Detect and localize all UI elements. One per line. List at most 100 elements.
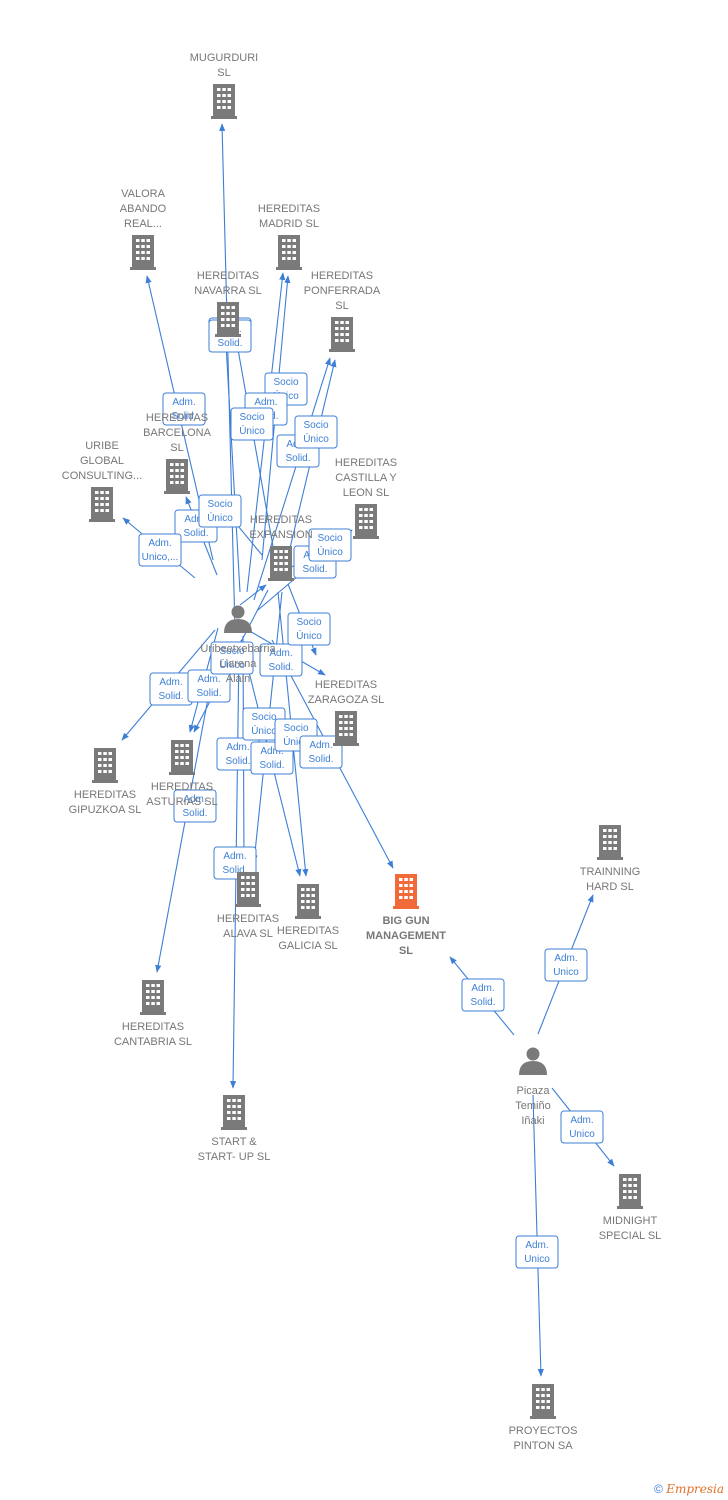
node-label: HEREDITAS (74, 789, 136, 801)
edge-label-picaza-biggun[interactable]: Adm.Solid. (461, 978, 505, 1012)
edge-label-text: Socio (317, 533, 342, 544)
building-icon (92, 748, 118, 783)
edge-label-picaza-pinton[interactable]: Adm.Unico (515, 1235, 559, 1269)
node-uribe[interactable]: URIBE GLOBAL CONSULTING... (62, 440, 142, 522)
node-startup[interactable]: START &START- UP SL (198, 1095, 271, 1163)
edge-label-text: Solid. (158, 691, 183, 702)
node-label: Picaza (516, 1085, 550, 1097)
edge-label-text: Único (251, 724, 277, 737)
edge-label-text: Adm. (172, 397, 195, 408)
node-label: MIDNIGHT (603, 1215, 658, 1227)
edge-label-alain-cantabria[interactable]: Adm. Solid. (173, 789, 217, 823)
edge-label-text: Adm. (254, 397, 277, 408)
edge-expansion-navarra (234, 337, 275, 553)
building-icon (211, 84, 237, 119)
building-icon (130, 235, 156, 270)
node-label: SL (170, 442, 183, 454)
node-label: BIG GUN (382, 915, 429, 927)
node-label: GLOBAL (80, 455, 124, 467)
edge-label-text: Adm. (269, 648, 292, 659)
edge-label-box (299, 735, 343, 769)
edge-label-picaza-midnight[interactable]: Adm.Unico (560, 1110, 604, 1144)
node-label: PROYECTOS (509, 1425, 578, 1437)
edge-label-text: Solid. (182, 808, 207, 819)
edge-label-text: Adm. (159, 677, 182, 688)
edge-label-box (515, 1235, 559, 1269)
building-icon (333, 711, 359, 746)
edge-label-picaza-trainning[interactable]: Adm.Unico (544, 948, 588, 982)
node-label: HEREDITAS (311, 270, 373, 282)
node-label: Iñaki (521, 1115, 544, 1127)
node-label: HARD SL (586, 881, 634, 893)
edge-label-alain-zaragoza[interactable]: Adm.Solid. (259, 643, 303, 677)
node-valora[interactable]: VALORAABANDOREAL... (120, 188, 167, 270)
node-label: START & (211, 1136, 257, 1148)
node-label: GALICIA SL (278, 940, 337, 952)
edge-label-text: Adm. (148, 538, 171, 549)
edge-label-text: Solid. (225, 756, 250, 767)
edge-label-text: Solid. (302, 564, 327, 575)
person-icon (224, 605, 252, 633)
edge-label-text: Adm. (184, 514, 207, 525)
node-label: SL (399, 945, 413, 957)
building-icon (89, 487, 115, 522)
building-icon (221, 1095, 247, 1130)
edge-label-box (308, 528, 352, 562)
node-label: ABANDO (120, 203, 167, 215)
edge-label-alain-asturias[interactable]: Adm.Solid. (187, 669, 231, 703)
edge-label-text: Socio (219, 646, 244, 657)
edge-label-box (138, 533, 182, 567)
node-label: HEREDITAS (122, 1021, 184, 1033)
edge-label-alain-startup[interactable]: Adm.Solid. (213, 846, 257, 880)
edge-label-alain-uribe[interactable]: Adm. Unico,... (138, 533, 182, 567)
node-label: CASTILLA Y (335, 472, 397, 484)
node-label: CONSULTING... (62, 470, 142, 482)
node-label: EXPANSION (249, 529, 312, 541)
node-label: URIBE (85, 440, 119, 452)
edge-label-alain-gipuzkoa[interactable]: Adm. Solid. (149, 672, 193, 706)
edge-label-text: Solid. (171, 411, 196, 422)
edge-label-alain-valora[interactable]: Adm. Solid. (162, 392, 206, 426)
edge-label-text: Solid. (308, 754, 333, 765)
edge-label-text: Único (317, 545, 343, 558)
edge-label-box (187, 669, 231, 703)
edge-label-text: Adm. (183, 794, 206, 805)
edge-label-text: Solid. (183, 528, 208, 539)
building-icon (276, 235, 302, 270)
edge-label-alain-biggun[interactable]: Adm.Solid. (299, 735, 343, 769)
edge-label-text: Unico,... (142, 552, 179, 563)
building-icon (164, 459, 190, 494)
edge-label-box (259, 643, 303, 677)
node-label: HEREDITAS (315, 679, 377, 691)
edge-label-box (213, 846, 257, 880)
edge-label-text: Adm. (525, 1240, 548, 1251)
node-label: SL (335, 300, 348, 312)
copyright-symbol: © (654, 1482, 663, 1496)
